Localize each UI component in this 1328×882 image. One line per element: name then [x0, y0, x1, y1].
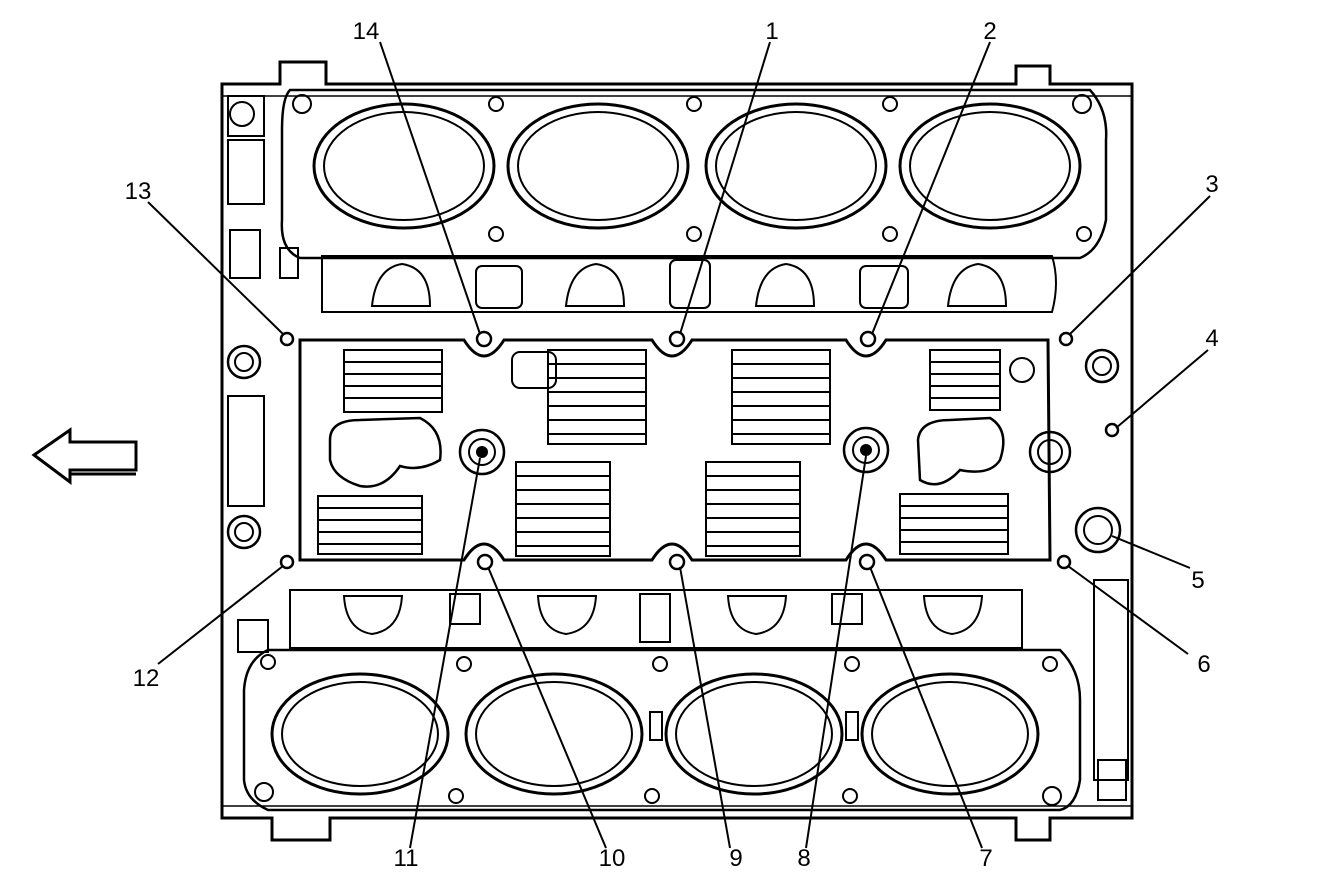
bolt-hole-14 [475, 330, 493, 348]
leader-line-13 [147, 201, 284, 335]
leader-line-14 [379, 41, 481, 335]
callout-7: 7 [979, 845, 992, 872]
callout-1: 1 [765, 18, 778, 45]
leader-line-9 [679, 566, 731, 849]
leader-line-4 [1115, 349, 1209, 429]
lower-head-gasket [242, 648, 1082, 812]
engine-block-outline [220, 60, 1134, 842]
bolt-hole-4 [1104, 422, 1120, 438]
center-valley [298, 338, 1052, 562]
callout-10: 10 [599, 845, 626, 872]
head-bolt-holes [279, 330, 1120, 571]
block-side-bosses [226, 344, 1122, 554]
callout-8: 8 [797, 845, 810, 872]
callout-14: 14 [353, 18, 380, 45]
bolt-hole-10 [476, 553, 494, 571]
leader-line-2 [871, 41, 991, 335]
leader-line-5 [1111, 535, 1191, 569]
callout-2: 2 [983, 18, 996, 45]
callout-6: 6 [1197, 651, 1210, 678]
callout-4: 4 [1205, 325, 1218, 352]
callout-5: 5 [1191, 567, 1204, 594]
bolt-hole-6 [1056, 554, 1072, 570]
leader-line-7 [869, 566, 983, 849]
leader-line-8 [805, 455, 867, 849]
bolt-hole-2 [859, 330, 877, 348]
bolt-hole-13 [279, 331, 295, 347]
leader-line-6 [1067, 565, 1189, 655]
callout-3: 3 [1205, 171, 1218, 198]
leader-line-1 [679, 41, 771, 335]
bolt-hole-1 [668, 330, 686, 348]
upper-port-row [321, 255, 1057, 313]
lower-port-row [289, 589, 1023, 649]
leader-lines [147, 41, 1211, 849]
callout-13: 13 [125, 178, 152, 205]
bolt-hole-3 [1058, 331, 1074, 347]
arrow-left-icon [31, 427, 138, 485]
bolt-hole-7 [858, 553, 876, 571]
leader-line-11 [409, 457, 481, 849]
leader-line-10 [487, 566, 607, 849]
callout-labels: 14 1 2 3 4 5 6 7 8 9 10 11 12 13 [125, 18, 1219, 872]
upper-head-gasket [229, 88, 1108, 260]
bolt-hole-12 [279, 554, 295, 570]
callout-11: 11 [394, 845, 419, 872]
leader-line-12 [157, 565, 284, 665]
leader-line-3 [1069, 195, 1211, 335]
callout-9: 9 [729, 845, 742, 872]
callout-12: 12 [133, 665, 160, 692]
bolt-hole-9 [668, 553, 686, 571]
